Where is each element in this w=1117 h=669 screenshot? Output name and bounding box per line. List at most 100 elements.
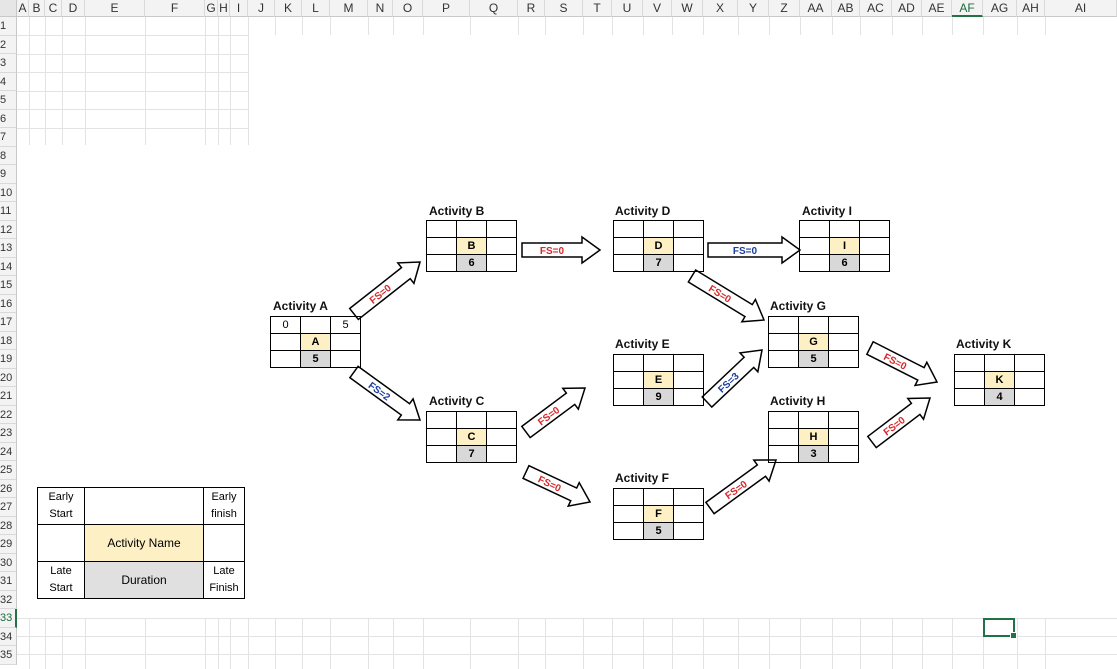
column-header-O[interactable]: O xyxy=(393,0,423,17)
row-header-24[interactable]: 24 xyxy=(0,442,17,461)
legend-early-start: Early Start xyxy=(37,487,85,525)
column-header-J[interactable]: J xyxy=(248,0,275,17)
column-header-N[interactable]: N xyxy=(368,0,393,17)
column-header-X[interactable]: X xyxy=(703,0,738,17)
row-header-5[interactable]: 5 xyxy=(0,91,17,110)
node-F-activity-name: F xyxy=(643,505,674,523)
node-A-activity-name: A xyxy=(300,333,331,351)
dependency-arrow-C-F: FS=0 xyxy=(522,464,592,508)
column-header-AB[interactable]: AB xyxy=(832,0,860,17)
row-header-28[interactable]: 28 xyxy=(0,516,17,535)
row-header-3[interactable]: 3 xyxy=(0,54,17,73)
column-header-AF[interactable]: AF xyxy=(952,0,983,17)
row-header-13[interactable]: 13 xyxy=(0,239,17,258)
activity-title-B: Activity B xyxy=(429,204,485,218)
row-header-11[interactable]: 11 xyxy=(0,202,17,221)
arrow-shape xyxy=(707,235,802,265)
row-header-7[interactable]: 7 xyxy=(0,128,17,147)
column-header-K[interactable]: K xyxy=(275,0,302,17)
row-header-6[interactable]: 6 xyxy=(0,109,17,128)
node-F-early-finish xyxy=(673,488,704,506)
column-header-A[interactable]: A xyxy=(17,0,29,17)
column-header-V[interactable]: V xyxy=(643,0,672,17)
row-header-17[interactable]: 17 xyxy=(0,313,17,332)
column-header-P[interactable]: P xyxy=(423,0,470,17)
row-header-2[interactable]: 2 xyxy=(0,35,17,54)
row-header-18[interactable]: 18 xyxy=(0,331,17,350)
dependency-arrow-B-D: FS=0 xyxy=(521,235,602,265)
row-header-15[interactable]: 15 xyxy=(0,276,17,295)
column-header-Y[interactable]: Y xyxy=(738,0,769,17)
legend-late-start: Late Start xyxy=(37,561,85,599)
dependency-arrow-E-G: FS=3 xyxy=(701,349,763,409)
row-header-33[interactable]: 33 xyxy=(0,609,17,628)
dependency-label-C-F: FS=0 xyxy=(536,474,563,494)
column-header-W[interactable]: W xyxy=(672,0,703,17)
select-all-corner[interactable] xyxy=(0,0,17,17)
row-header-25[interactable]: 25 xyxy=(0,461,17,480)
row-header-31[interactable]: 31 xyxy=(0,572,17,591)
activity-title-G: Activity G xyxy=(770,299,827,313)
arrow-shape xyxy=(866,397,932,449)
row-header-14[interactable]: 14 xyxy=(0,257,17,276)
column-header-AD[interactable]: AD xyxy=(892,0,922,17)
active-cell-selection[interactable] xyxy=(983,618,1017,639)
dependency-label-B-D: FS=0 xyxy=(540,246,565,257)
column-header-Z[interactable]: Z xyxy=(769,0,800,17)
column-header-D[interactable]: D xyxy=(62,0,85,17)
row-header-32[interactable]: 32 xyxy=(0,590,17,609)
column-header-F[interactable]: F xyxy=(145,0,205,17)
row-header-9[interactable]: 9 xyxy=(0,165,17,184)
column-header-C[interactable]: C xyxy=(45,0,62,17)
column-header-AH[interactable]: AH xyxy=(1017,0,1045,17)
row-header-4[interactable]: 4 xyxy=(0,72,17,91)
column-header-H[interactable]: H xyxy=(218,0,230,17)
column-header-T[interactable]: T xyxy=(583,0,612,17)
node-B-early-start xyxy=(426,220,457,238)
row-header-19[interactable]: 19 xyxy=(0,350,17,369)
node-E-early-start xyxy=(613,354,644,372)
row-header-27[interactable]: 27 xyxy=(0,498,17,517)
row-header-30[interactable]: 30 xyxy=(0,553,17,572)
column-header-R[interactable]: R xyxy=(518,0,545,17)
column-header-AC[interactable]: AC xyxy=(860,0,892,17)
node-D-activity-name: D xyxy=(643,237,674,255)
column-header-I[interactable]: I xyxy=(230,0,248,17)
row-header-12[interactable]: 12 xyxy=(0,220,17,239)
column-header-AG[interactable]: AG xyxy=(983,0,1017,17)
row-header-23[interactable]: 23 xyxy=(0,424,17,443)
column-header-S[interactable]: S xyxy=(545,0,583,17)
row-header-22[interactable]: 22 xyxy=(0,405,17,424)
column-header-U[interactable]: U xyxy=(612,0,643,17)
activity-title-A: Activity A xyxy=(273,299,328,313)
row-header-1[interactable]: 1 xyxy=(0,17,17,36)
node-B-early-finish xyxy=(486,220,517,238)
column-header-G[interactable]: G xyxy=(205,0,218,17)
row-header-20[interactable]: 20 xyxy=(0,368,17,387)
dependency-arrow-H-K: FS=0 xyxy=(866,397,932,449)
row-header-34[interactable]: 34 xyxy=(0,627,17,646)
dependency-arrow-D-G: FS=0 xyxy=(687,268,766,323)
column-header-L[interactable]: L xyxy=(302,0,330,17)
row-header-21[interactable]: 21 xyxy=(0,387,17,406)
row-header-10[interactable]: 10 xyxy=(0,183,17,202)
legend-late-finish: Late Finish xyxy=(203,561,245,599)
dependency-arrow-D-I: FS=0 xyxy=(707,235,802,265)
column-header-AA[interactable]: AA xyxy=(800,0,832,17)
row-header-8[interactable]: 8 xyxy=(0,146,17,165)
node-H-activity-name: H xyxy=(798,428,829,446)
node-G-early-start xyxy=(768,316,799,334)
column-header-E[interactable]: E xyxy=(85,0,145,17)
column-header-M[interactable]: M xyxy=(330,0,368,17)
row-header-26[interactable]: 26 xyxy=(0,479,17,498)
column-header-AE[interactable]: AE xyxy=(922,0,952,17)
node-A-activity-duration: 5 xyxy=(300,350,331,368)
column-header-B[interactable]: B xyxy=(29,0,45,17)
row-header-16[interactable]: 16 xyxy=(0,294,17,313)
column-header-Q[interactable]: Q xyxy=(470,0,518,17)
node-H-activity-duration: 3 xyxy=(798,445,829,463)
row-header-35[interactable]: 35 xyxy=(0,646,17,665)
row-header-29[interactable]: 29 xyxy=(0,535,17,554)
node-G-activity-duration: 5 xyxy=(798,350,829,368)
